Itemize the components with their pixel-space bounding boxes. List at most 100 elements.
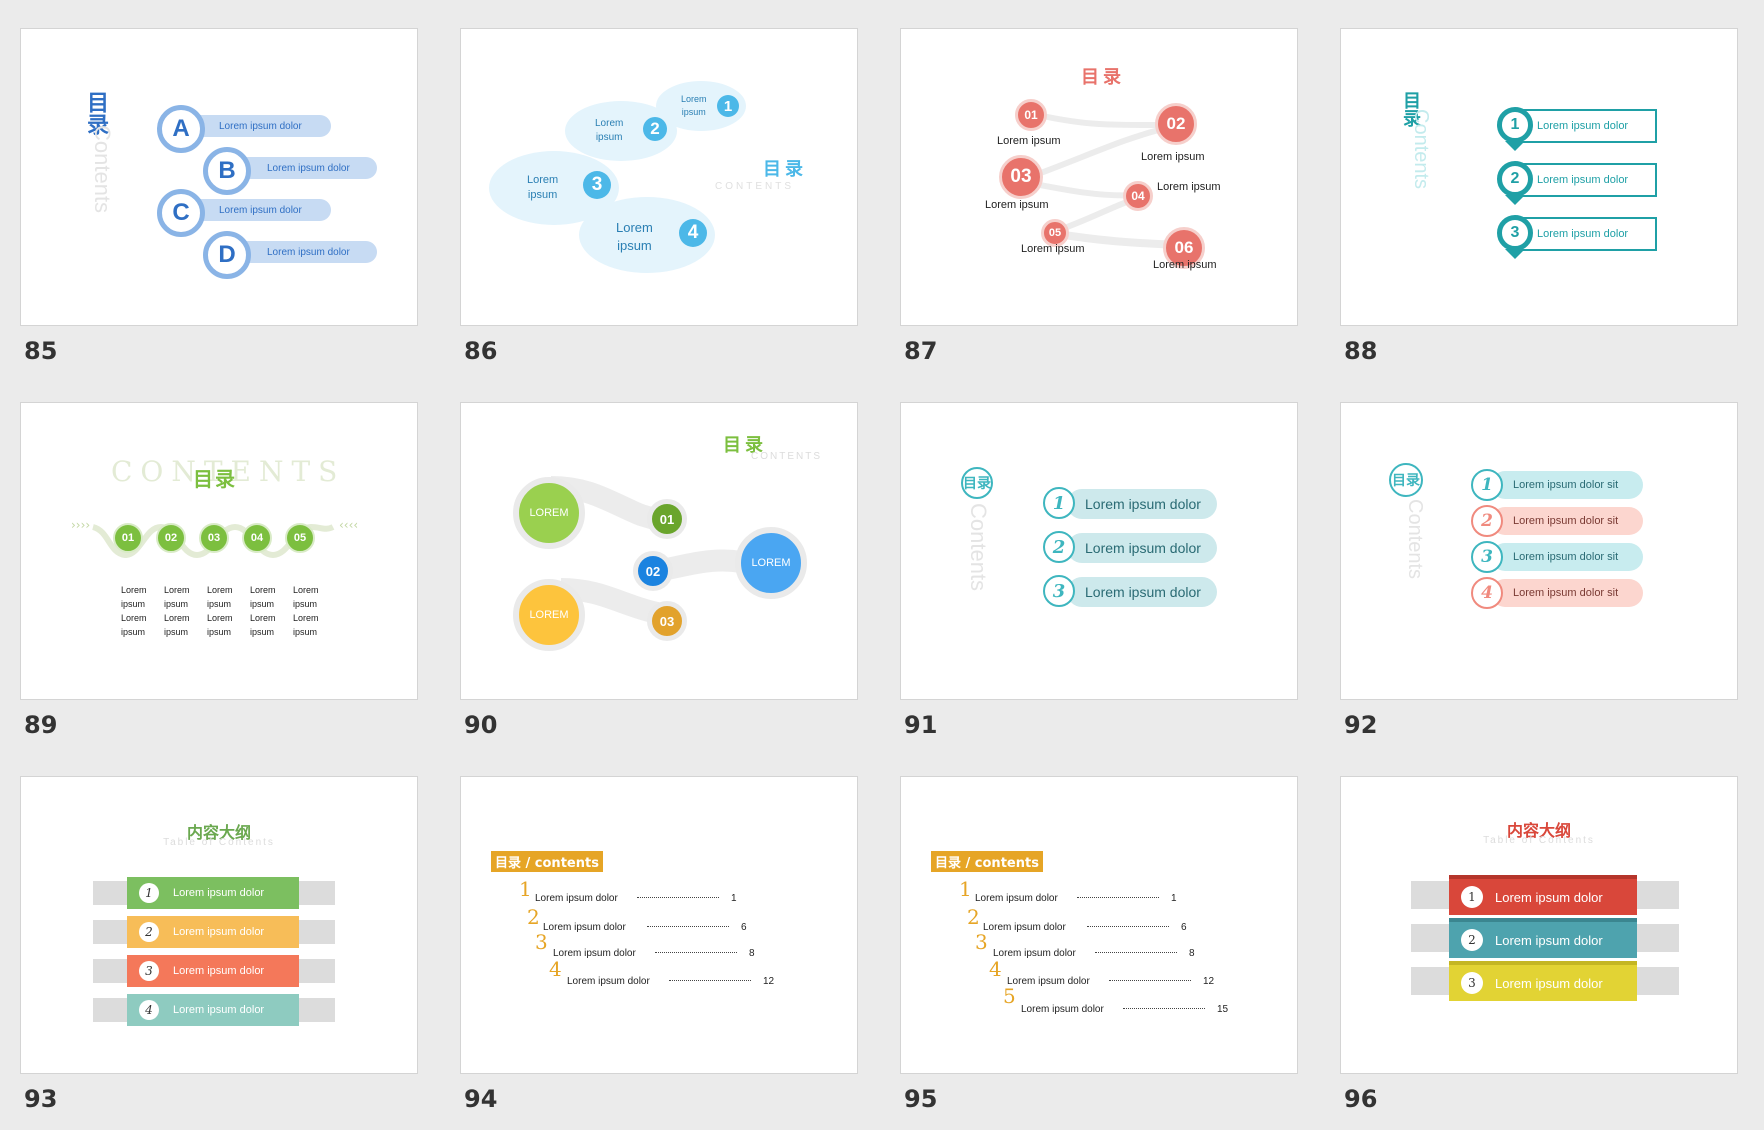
- item-text: Lorem ipsum dolor: [1537, 120, 1629, 132]
- item-number: 3: [139, 961, 159, 981]
- item-number: 4: [139, 1000, 159, 1020]
- title-badge: 目录: [1389, 463, 1423, 497]
- slide-title: 内容大纲: [186, 823, 251, 842]
- page-number: 6: [741, 922, 747, 933]
- item-number: 1: [139, 883, 159, 903]
- slide-subtitle: Contents: [966, 503, 991, 592]
- item-bar-b: Lorem ipsum dolor: [227, 157, 377, 179]
- item-number-3: 3: [583, 171, 611, 199]
- slide-thumbnail[interactable]: 目录 CONTENTS LOREM 01 02 LOREM LOREM 03: [460, 402, 858, 700]
- item-box-3: Lorem ipsum dolor: [1513, 217, 1657, 251]
- item-text: Lorem ipsum dolor: [553, 948, 636, 959]
- item-number-1: 1: [1043, 487, 1075, 519]
- item-marker-c: C: [157, 189, 205, 237]
- item-bar-3: Lorem ipsum dolor sit: [1491, 543, 1643, 571]
- page-number: 8: [749, 948, 755, 959]
- item-text: Lorem ipsum dolor: [543, 922, 626, 933]
- slide-number: 95: [904, 1085, 938, 1113]
- dot-leader: [1095, 942, 1177, 953]
- item-bar-1: Lorem ipsum dolor sit: [1491, 471, 1643, 499]
- item-numeral-2: 2: [967, 905, 980, 929]
- step-02: 02: [156, 523, 186, 553]
- item-numeral-3: 3: [975, 930, 988, 954]
- slide-title: 内容大纲: [1506, 821, 1571, 840]
- slide-thumbnail[interactable]: 目录 Contents Lorem ipsum dolor sit 1 Lore…: [1340, 402, 1738, 700]
- slide-thumbnail[interactable]: 目录 Contents Lorem ipsum dolor 1 Lorem ip…: [900, 402, 1298, 700]
- slide-title: 目录: [193, 467, 237, 491]
- item-numeral-1: 1: [959, 877, 972, 901]
- slide-thumbnail[interactable]: 目录 Contents Lorem ipsum dolor A Lorem ip…: [20, 28, 418, 326]
- item-marker-b: B: [203, 147, 251, 195]
- slide-thumbnail[interactable]: 目录 / contents 1 Lorem ipsum dolor 1 2 Lo…: [900, 776, 1298, 1074]
- node-01: 01: [1015, 99, 1047, 131]
- item-bar-2: Lorem ipsum dolor sit: [1491, 507, 1643, 535]
- node-04: 04: [1123, 181, 1153, 211]
- page-number: 6: [1181, 922, 1187, 933]
- item-text: Lorem ipsum dolor: [1495, 889, 1603, 905]
- slide-subtitle: CONTENTS: [111, 455, 346, 488]
- slide-thumbnail[interactable]: 目录 / contents 1 Lorem ipsum dolor 1 2 Lo…: [460, 776, 858, 1074]
- item-number: 3: [1461, 972, 1483, 994]
- page-number: 1: [1171, 893, 1177, 904]
- item-text: Lorem ipsum dolor: [1495, 975, 1603, 991]
- item-text: Lorem ipsum dolor sit: [1513, 587, 1619, 599]
- dot-leader: [637, 887, 719, 898]
- item-number-2: 2: [643, 117, 667, 141]
- node-label: Lorem ipsum: [1141, 151, 1205, 163]
- item-number-4: 4: [679, 219, 707, 247]
- item-numeral-4: 4: [549, 957, 562, 981]
- slide-subtitle: Contents: [1410, 109, 1432, 190]
- item-text: Lorem ipsum dolor: [219, 120, 302, 132]
- item-bar-c: Lorem ipsum dolor: [181, 199, 331, 221]
- node-small-02: 02: [633, 551, 673, 591]
- slide-number: 87: [904, 337, 938, 365]
- item-bar-d: Lorem ipsum dolor: [227, 241, 377, 263]
- node-05: 05: [1041, 219, 1069, 247]
- slide-subtitle: Table of Contents: [1483, 835, 1595, 846]
- item-bar-2: Lorem ipsum dolor: [1067, 533, 1217, 563]
- item-number-1: 1: [1471, 469, 1503, 501]
- item-text: Lorem ipsum dolor: [173, 965, 265, 977]
- item-box-2: Lorem ipsum dolor: [1513, 163, 1657, 197]
- item-number-3: 3: [1471, 541, 1503, 573]
- slide-number: 91: [904, 711, 938, 739]
- item-text: Lorem ipsum dolor: [173, 1004, 265, 1016]
- node-label: Lorem ipsum: [997, 135, 1061, 147]
- slide-number: 92: [1344, 711, 1378, 739]
- slide-number: 96: [1344, 1085, 1378, 1113]
- item-text: Lorem ipsum dolor: [535, 893, 618, 904]
- node-label: Lorem ipsum: [1153, 259, 1217, 271]
- item-text: Lorem ipsum dolor: [267, 246, 350, 258]
- slide-subtitle: Table of Contents: [163, 837, 275, 848]
- item-text: Lorem ipsum dolor: [173, 926, 265, 938]
- slide-title: 目录 / contents: [931, 851, 1043, 872]
- item-bar-3: 3 Lorem ipsum dolor: [1449, 961, 1637, 1001]
- item-marker-d: D: [203, 231, 251, 279]
- slide-thumbnail[interactable]: 目录 01 Lorem ipsum 02 Lorem ipsum 03 Lore…: [900, 28, 1298, 326]
- node-label: Lorem ipsum: [1157, 181, 1221, 193]
- slide-thumbnail[interactable]: 目录 Contents Lorem ipsum dolor 1 Lorem ip…: [1340, 28, 1738, 326]
- item-text: Lorem ipsum dolor: [1537, 228, 1629, 240]
- item-number: 2: [1461, 929, 1483, 951]
- node-small-01: 01: [647, 499, 687, 539]
- dot-leader: [655, 942, 737, 953]
- item-text: Lorem ipsum dolor: [983, 922, 1066, 933]
- item-number-2: 2: [1471, 505, 1503, 537]
- item-text: Lorem ipsum dolor: [173, 887, 265, 899]
- item-number: 2: [139, 922, 159, 942]
- item-bar-1: Lorem ipsum dolor: [1067, 489, 1217, 519]
- item-box-1: Lorem ipsum dolor: [1513, 109, 1657, 143]
- dot-leader: [669, 970, 751, 981]
- slide-subtitle: CONTENTS: [715, 181, 794, 192]
- slide-thumbnail[interactable]: CONTENTS 目录 ›››› ‹‹‹‹ 01 02 03 04 05 Lor…: [20, 402, 418, 700]
- item-text: Lorem ipsum dolor: [1495, 932, 1603, 948]
- slide-title: 目录: [723, 435, 767, 456]
